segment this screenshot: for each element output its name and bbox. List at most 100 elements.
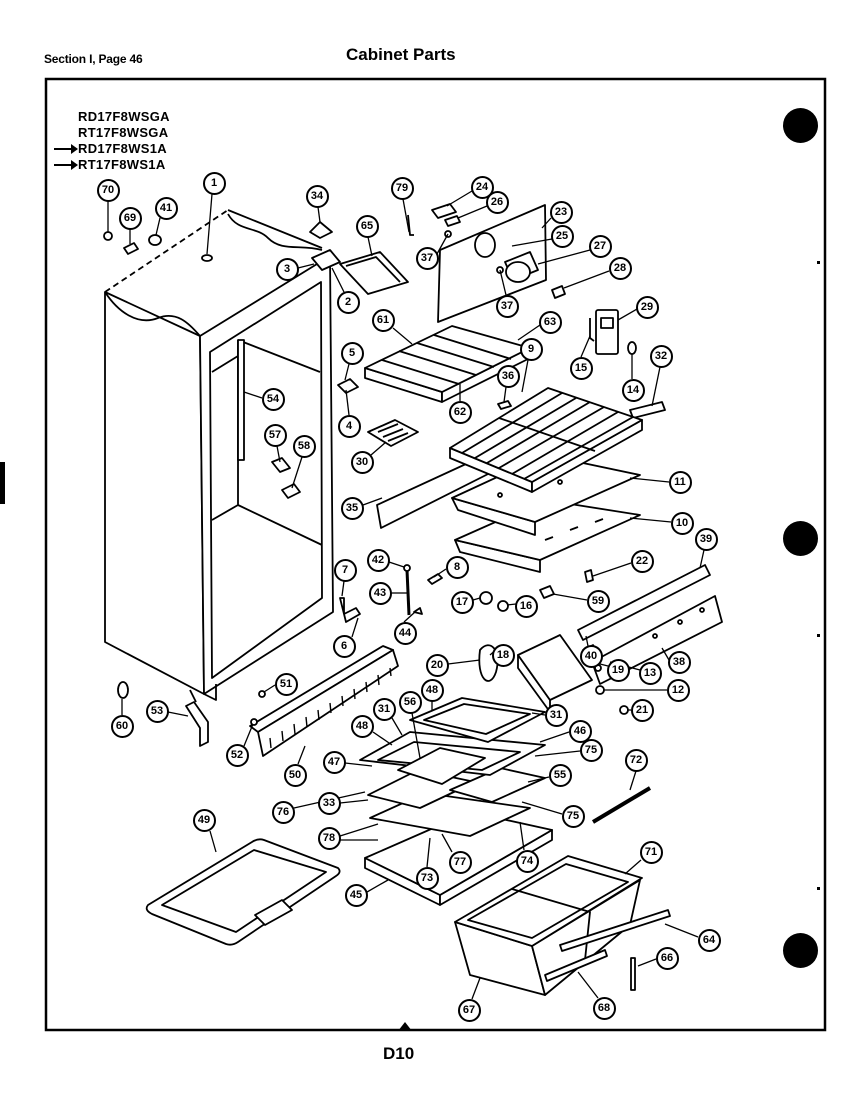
scan-edge-mark [817,634,820,637]
leader-line [388,561,405,568]
leader-line [403,611,416,623]
leader-line [664,923,699,938]
leader-line [519,821,525,851]
callout-part-21: 21 [630,698,654,722]
leader-line [339,799,369,804]
callout-part-3: 3 [275,257,299,281]
callout-part-8: 8 [445,555,469,579]
leader-line [521,801,563,815]
model-number: RD17F8WSGA [78,109,170,124]
leader-line [362,497,383,506]
leader-line [537,249,591,265]
callout-part-4: 4 [337,414,361,438]
callout-part-48: 48 [350,714,374,738]
callout-part-31: 31 [544,703,568,727]
leader-line [317,206,321,223]
leader-line [402,198,410,233]
leader-line [367,236,373,257]
model-number: RD17F8WS1A [78,141,167,156]
leader-line [539,731,570,743]
leader-line [344,762,373,767]
leader-line [511,238,553,247]
callout-part-64: 64 [697,928,721,952]
leader-line [552,593,588,601]
callout-part-6: 6 [332,634,356,658]
leader-line [243,723,254,747]
callout-part-62: 62 [448,400,472,424]
callout-part-25: 25 [550,224,574,248]
callout-part-18: 18 [491,643,515,667]
callout-part-29: 29 [635,295,659,319]
callout-part-41: 41 [154,196,178,220]
model-line: RD17F8WS1A [54,141,170,157]
callout-part-50: 50 [283,763,307,787]
callout-part-48: 48 [420,678,444,702]
freezer-panel-and-fan-drawing [431,203,666,419]
leader-line [517,324,541,341]
leader-line [699,549,705,569]
callout-part-27: 27 [588,234,612,258]
model-list: RD17F8WSGA RT17F8WSGA RD17F8WS1A RT17F8W… [54,109,170,173]
leader-line [637,958,657,967]
leader-line [585,635,589,647]
callout-part-66: 66 [655,946,679,970]
crisper-drawers-drawing [454,855,671,996]
leader-line [331,267,345,293]
leader-line [617,308,638,321]
scan-edge-mark [817,261,820,264]
leader-line [592,562,632,577]
model-line: RT17F8WS1A [54,157,170,173]
callout-part-46: 46 [568,719,592,743]
leader-line [206,193,213,255]
callout-part-11: 11 [668,470,692,494]
meat-tray-drawing [145,838,341,946]
callout-part-12: 12 [666,678,690,702]
callout-part-57: 57 [263,423,287,447]
leader-line [276,445,281,463]
leader-line [629,517,672,523]
callout-part-72: 72 [624,748,648,772]
leader-line [599,663,609,667]
callout-part-54: 54 [261,387,285,411]
callout-part-20: 20 [425,653,449,677]
callout-part-56: 56 [398,690,422,714]
page-title: Cabinet Parts [346,45,456,64]
arrow-right-icon [54,160,78,170]
callout-part-17: 17 [450,590,474,614]
callout-part-19: 19 [606,658,630,682]
callout-part-37: 37 [415,246,439,270]
callout-part-75: 75 [579,738,603,762]
callout-part-79: 79 [390,176,414,200]
leader-line [447,659,481,665]
model-number: RT17F8WSGA [78,125,169,140]
model-line: RT17F8WSGA [78,125,170,141]
callout-part-36: 36 [496,364,520,388]
callout-part-28: 28 [608,256,632,280]
callout-part-52: 52 [225,743,249,767]
callout-part-45: 45 [344,883,368,907]
leader-line [341,580,345,597]
callout-part-77: 77 [448,850,472,874]
freezer-pans-drawing [376,451,641,573]
page-border [44,77,827,1032]
leader-line [629,477,670,483]
leader-line [370,441,387,456]
callout-part-14: 14 [621,378,645,402]
callout-part-43: 43 [368,581,392,605]
binder-hole [783,521,818,556]
leader-line [372,731,393,746]
leader-line [651,366,661,407]
leader-line [209,830,217,853]
freezer-shelf-drawing [271,325,531,499]
binder-hole [783,933,818,968]
callout-part-33: 33 [317,791,341,815]
callout-part-40: 40 [579,644,603,668]
scan-edge-mark [817,887,820,890]
leader-line [345,389,350,416]
shelf-stack-drawing [359,697,553,906]
rod-drawing [591,786,652,824]
leader-line [527,776,550,783]
callout-part-7: 7 [333,558,357,582]
leader-line [580,335,591,358]
callout-part-71: 71 [639,840,663,864]
